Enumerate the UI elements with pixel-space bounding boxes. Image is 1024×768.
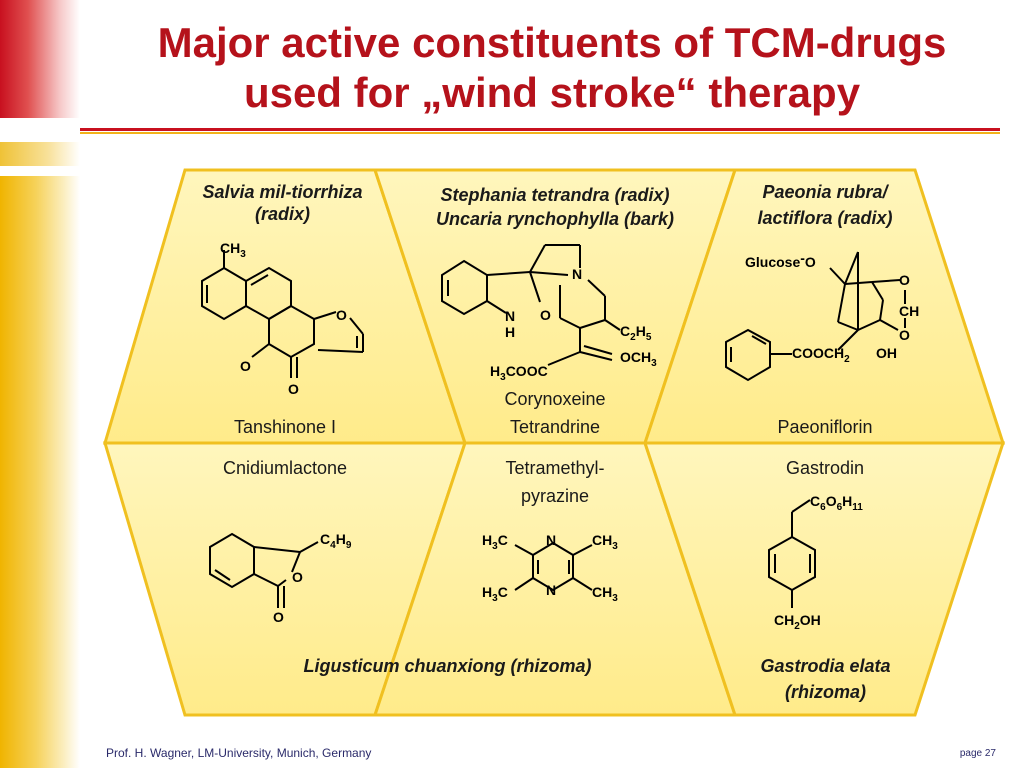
svg-text:COOCH2: COOCH2 xyxy=(792,345,850,365)
svg-text:O: O xyxy=(292,569,303,585)
compound-corynoxeine: Corynoxeine xyxy=(504,389,606,409)
svg-text:CH3: CH3 xyxy=(220,240,246,260)
svg-text:O: O xyxy=(273,609,284,625)
svg-text:H3C: H3C xyxy=(482,532,508,552)
compound-tetrandrine: Tetrandrine xyxy=(509,417,601,437)
cell-gastrodin xyxy=(642,441,1006,717)
svg-text:O: O xyxy=(540,307,551,323)
svg-text:H3C: H3C xyxy=(482,584,508,604)
structure-tanshinone-i: CH3 O O O xyxy=(201,240,364,397)
structure-cnidiumlactone: C4H9 O O xyxy=(209,531,352,625)
svg-text:N: N xyxy=(572,266,582,282)
title-line-1: Major active constituents of TCM-drugs xyxy=(157,19,947,66)
svg-text:O: O xyxy=(288,381,299,397)
svg-text:OH: OH xyxy=(876,345,897,361)
svg-text:OCH3: OCH3 xyxy=(620,349,657,369)
svg-text:C2H5: C2H5 xyxy=(620,323,652,343)
source-stephania: Stephania tetrandra (radix) xyxy=(440,185,670,205)
svg-text:C4H9: C4H9 xyxy=(320,531,352,551)
svg-text:CH: CH xyxy=(899,303,919,319)
structure-corynoxeine: N H O N C2H5 OCH3 H3COOC xyxy=(441,244,657,383)
title-rule-red xyxy=(80,128,1000,131)
svg-text:CH3: CH3 xyxy=(592,532,618,552)
source-paeonia: Paeonia rubra/ xyxy=(762,182,888,202)
svg-text:Glucose-O: Glucose-O xyxy=(745,250,816,270)
compound-tetramethylpyrazine-2: pyrazine xyxy=(520,486,590,506)
source-lactiflora: lactiflora (radix) xyxy=(757,208,893,228)
svg-text:N: N xyxy=(505,308,515,324)
svg-text:CH2OH: CH2OH xyxy=(774,612,821,632)
compound-paeoniflorin: Paeoniflorin xyxy=(777,417,873,437)
svg-text:N: N xyxy=(546,532,556,548)
source-gastrodia: Gastrodia elata xyxy=(760,656,891,676)
compound-cnidiumlactone: Cnidiumlactone xyxy=(222,458,348,478)
structure-gastrodin: C6O6H11 CH2OH xyxy=(768,493,863,632)
svg-text:H: H xyxy=(505,324,515,340)
compound-gastrodin: Gastrodin xyxy=(785,458,865,478)
page-title: Major active constituents of TCM-drugs u… xyxy=(80,18,1024,118)
source-salvia: Salvia mil-tiorrhiza (radix) xyxy=(202,182,363,224)
svg-text:O: O xyxy=(899,272,910,288)
source-gastrodia-part: (rhizoma) xyxy=(785,682,866,702)
source-uncaria: Uncaria rynchophylla (bark) xyxy=(435,209,675,229)
title-rule-gold xyxy=(80,132,1000,134)
svg-text:O: O xyxy=(336,307,347,323)
svg-text:CH3: CH3 xyxy=(592,584,618,604)
compound-tetramethylpyrazine-1: Tetramethyl- xyxy=(505,458,605,478)
decor-bar-gold-2 xyxy=(0,176,80,768)
svg-text:O: O xyxy=(899,327,910,343)
source-ligusticum: Ligusticum chuanxiong (rhizoma) xyxy=(303,656,592,676)
structure-tetramethylpyrazine: N N H3C CH3 H3C CH3 xyxy=(482,532,618,604)
svg-text:N: N xyxy=(546,582,556,598)
footer-page-number: page 27 xyxy=(959,748,996,759)
svg-text:O: O xyxy=(240,358,251,374)
structure-paeoniflorin: Glucose-O O CH O COOCH2 OH xyxy=(725,250,919,382)
decor-bar-gold-1 xyxy=(0,142,80,166)
decor-bar-red xyxy=(0,0,80,118)
title-line-2: used for „wind stroke“ therapy xyxy=(243,69,861,116)
footer-author: Prof. H. Wagner, LM-University, Munich, … xyxy=(106,746,372,760)
compound-tanshinone: Tanshinone I xyxy=(233,417,337,437)
